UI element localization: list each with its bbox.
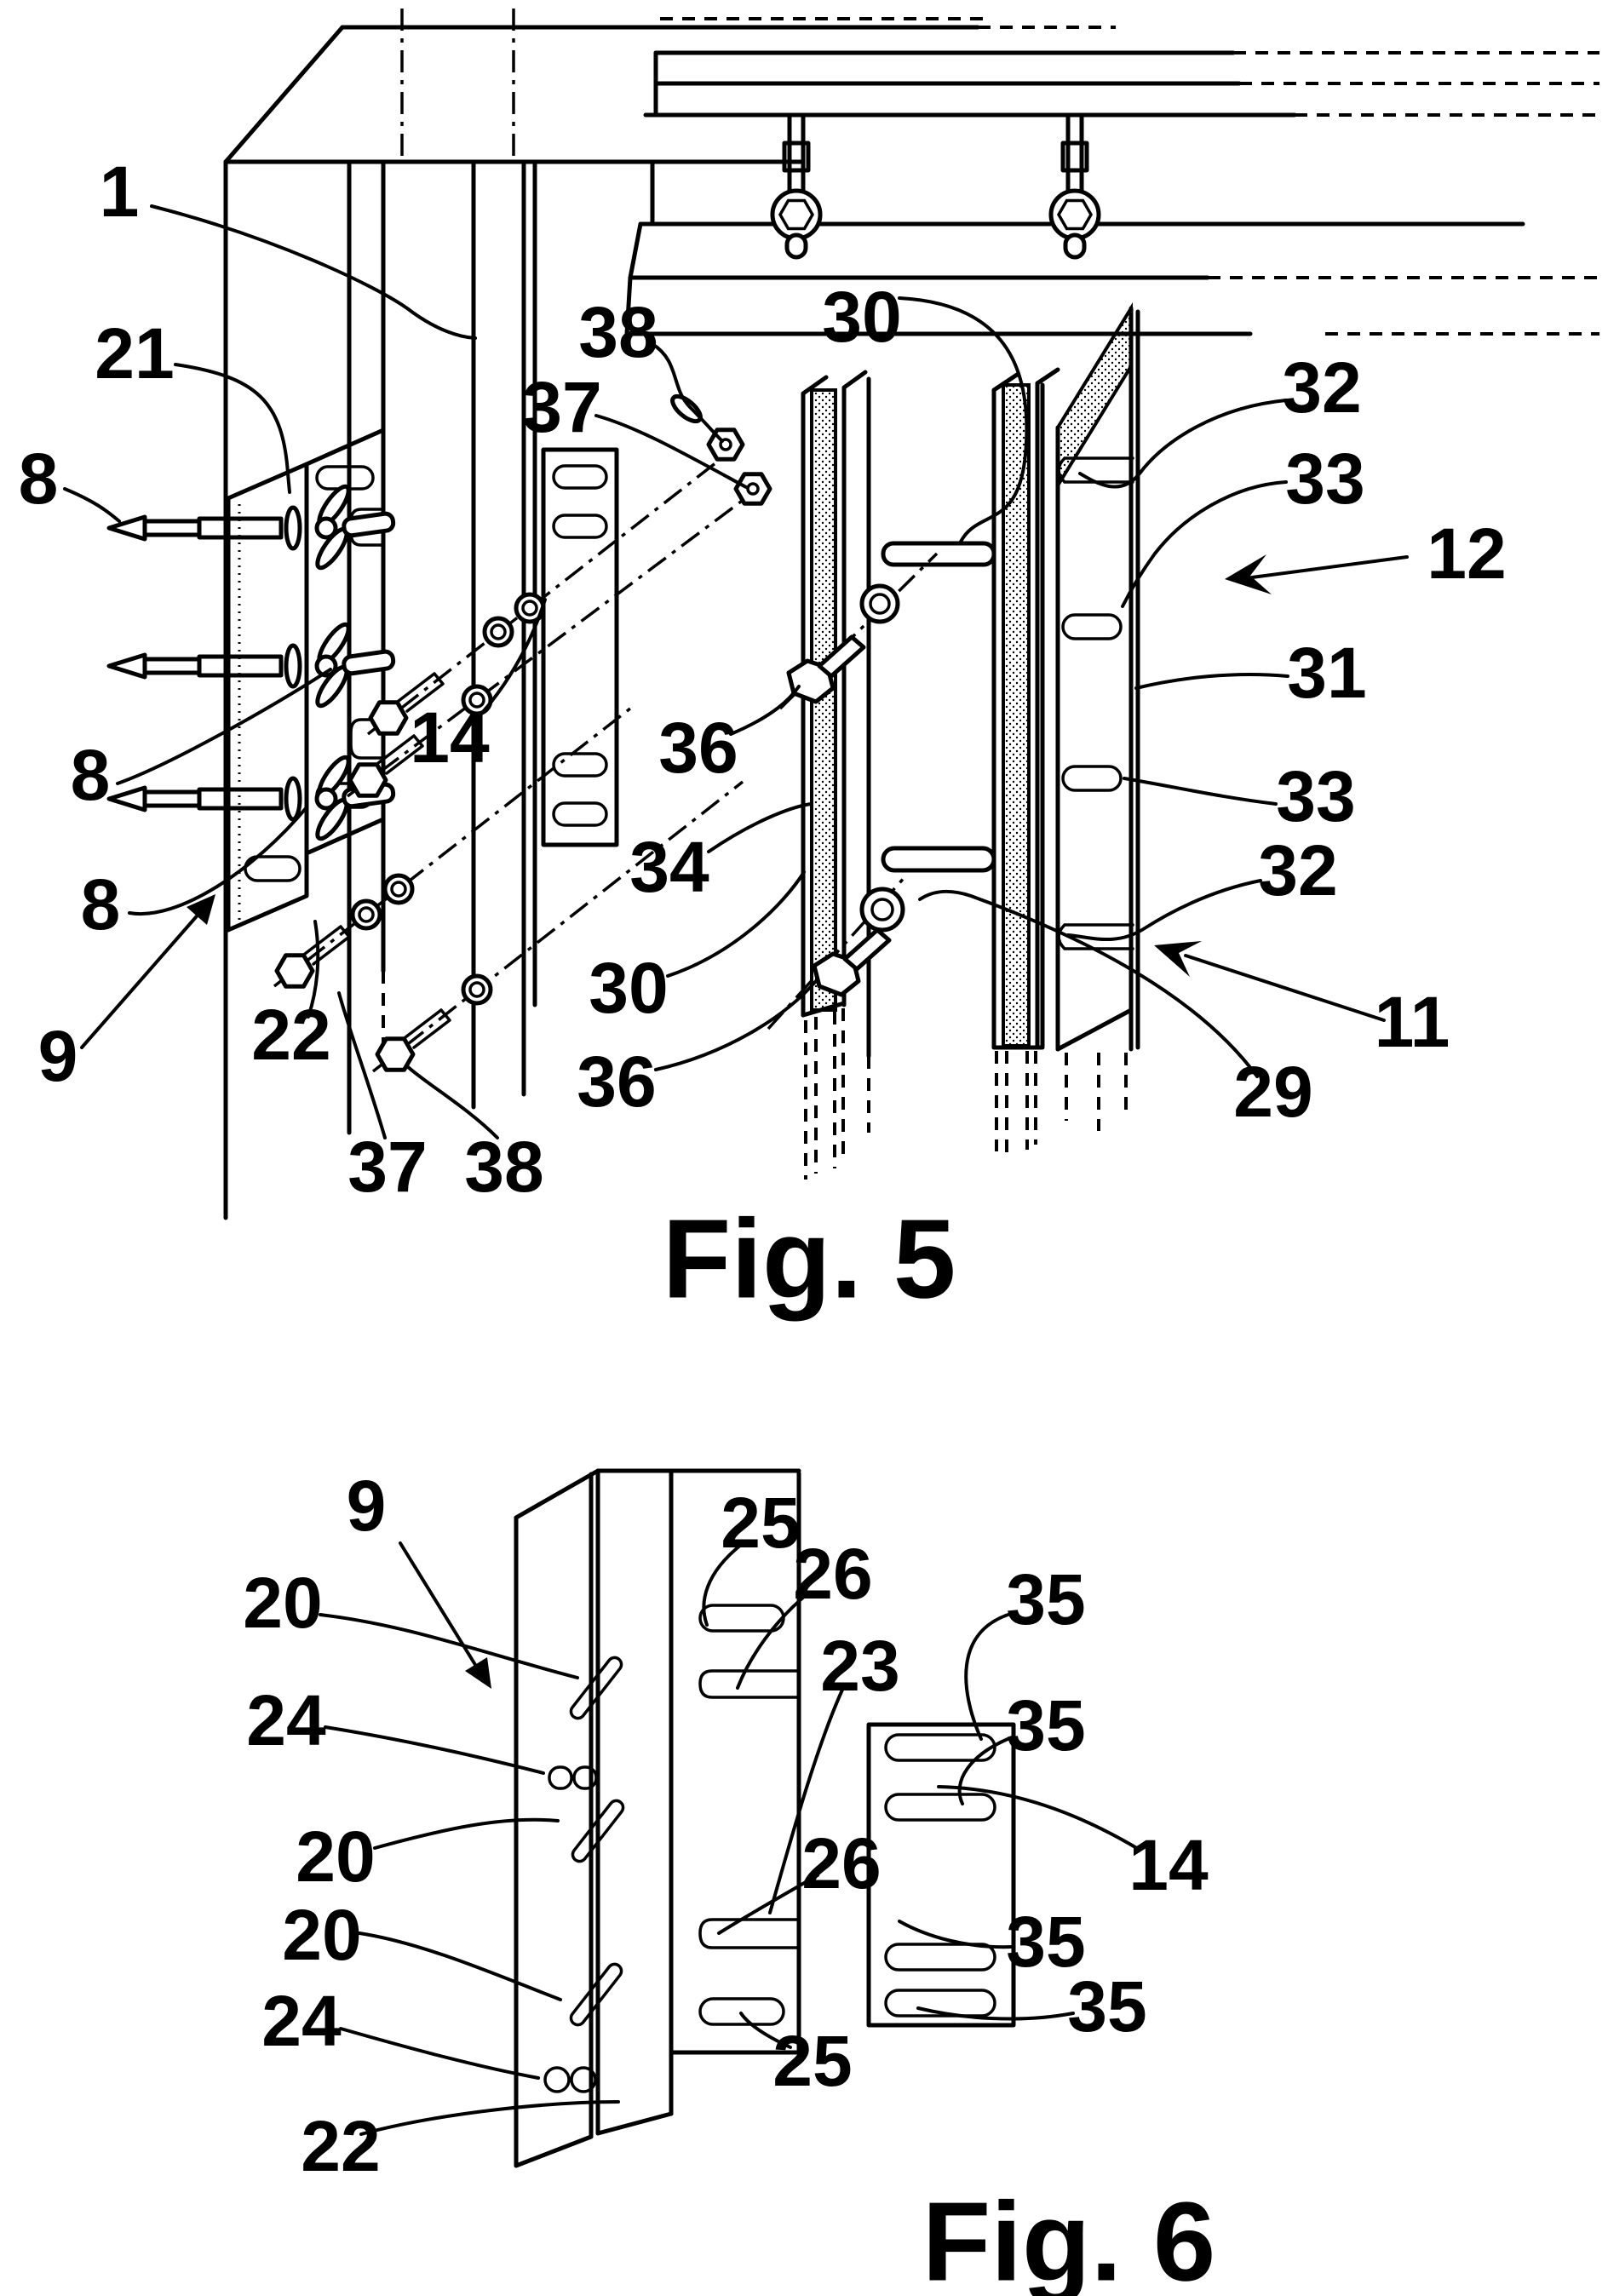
toggle-bolt-36 [767, 874, 908, 1030]
hat-channel-30 [991, 367, 1060, 1155]
slotted-strip-14 [866, 1722, 1016, 2028]
figure-5: 1 21 8 8 8 9 22 14 37 38 37 38 30 34 30 … [19, 9, 1599, 1322]
washer [350, 592, 546, 1006]
ref-label-24: 24 [246, 1680, 326, 1760]
ref-label-20: 20 [243, 1563, 322, 1643]
nut [736, 474, 770, 504]
ref-label-26: 26 [793, 1534, 872, 1614]
ref-label-23: 23 [820, 1626, 899, 1706]
figure-5-caption: Fig. 5 [663, 1197, 956, 1322]
top-rail-beam [624, 17, 1599, 336]
ref-label-32: 32 [1258, 830, 1337, 910]
ref-label-8: 8 [71, 735, 111, 815]
ref-label-14: 14 [410, 697, 490, 778]
frame-rail-31 [1055, 301, 1140, 1131]
ref-label-29: 29 [1233, 1052, 1312, 1132]
wall-and-battens [223, 9, 1116, 1220]
hat-channel-30 [801, 370, 868, 1180]
figure-6-caption: Fig. 6 [922, 2179, 1216, 2296]
ref-label-34: 34 [629, 827, 709, 907]
arrow-9 [80, 894, 215, 1049]
leader-lines-fig5 [63, 204, 1409, 1139]
bolt-head [277, 956, 313, 986]
slot-tab [881, 541, 996, 567]
bolt-head [350, 765, 386, 795]
arrow-11 [1154, 941, 1386, 1022]
ref-label-14: 14 [1128, 1825, 1209, 1905]
hanger-bolt [1051, 115, 1099, 257]
ref-label-20: 20 [296, 1817, 375, 1897]
ref-label-9: 9 [347, 1466, 387, 1546]
figure-6: 9 20 24 20 20 24 22 25 26 23 26 25 35 35… [243, 1466, 1215, 2296]
ref-label-30: 30 [822, 277, 901, 357]
ref-label-25: 25 [721, 1483, 800, 1563]
plate-bolt-axes [273, 443, 770, 1073]
ref-label-9: 9 [38, 1016, 78, 1096]
ref-label-26: 26 [801, 1823, 881, 1903]
ref-label-22: 22 [301, 2106, 380, 2186]
ref-label-22: 22 [251, 995, 330, 1075]
ref-label-1: 1 [100, 152, 140, 232]
ref-label-35: 35 [1067, 1966, 1146, 2046]
ref-label-32: 32 [1282, 347, 1361, 428]
right-assembly [767, 301, 1140, 1180]
washer [670, 393, 703, 424]
lag-screw [106, 755, 396, 841]
ref-label-30: 30 [589, 948, 668, 1028]
ref-label-11: 11 [1375, 982, 1450, 1062]
lag-screw [106, 484, 396, 571]
ref-label-36: 36 [658, 708, 738, 788]
ref-labels-fig5: 1 21 8 8 8 9 22 14 37 38 37 38 30 34 30 … [19, 152, 1507, 1207]
ref-label-12: 12 [1427, 514, 1506, 594]
ref-label-24: 24 [261, 1981, 342, 2061]
arrow-12 [1225, 554, 1409, 594]
plate-bolts-and-nuts [277, 393, 770, 1070]
ref-label-8: 8 [81, 864, 121, 944]
ref-labels-fig6: 9 20 24 20 20 24 22 25 26 23 26 25 35 35… [243, 1466, 1209, 2186]
hanger-bolt [772, 115, 820, 257]
toggle-bolt-36 [778, 552, 939, 710]
ref-label-36: 36 [577, 1042, 656, 1122]
ref-label-33: 33 [1276, 756, 1355, 836]
wall-bracket-21 [226, 428, 386, 933]
ref-label-37: 37 [347, 1127, 427, 1207]
lag-screw-group [106, 484, 396, 841]
ref-label-35: 35 [1006, 1902, 1085, 1982]
ref-label-38: 38 [464, 1127, 543, 1207]
arrow-9 [399, 1541, 491, 1689]
ref-label-8: 8 [19, 439, 59, 519]
lag-screw [106, 622, 396, 709]
ref-label-35: 35 [1006, 1559, 1085, 1639]
ref-label-21: 21 [95, 313, 174, 393]
ref-label-37: 37 [522, 367, 601, 447]
leader-lines-fig6 [319, 1541, 1141, 2136]
slotted-plate-14 [541, 447, 619, 847]
ref-label-35: 35 [1006, 1685, 1085, 1765]
ref-label-25: 25 [772, 2021, 852, 2101]
bolt-head [370, 703, 406, 733]
slot-tab [881, 846, 996, 873]
ref-label-38: 38 [578, 292, 658, 372]
ref-label-20: 20 [282, 1895, 361, 1975]
angle-bracket-9 [514, 1468, 801, 2168]
ref-label-31: 31 [1287, 633, 1366, 713]
ref-label-33: 33 [1285, 439, 1364, 519]
